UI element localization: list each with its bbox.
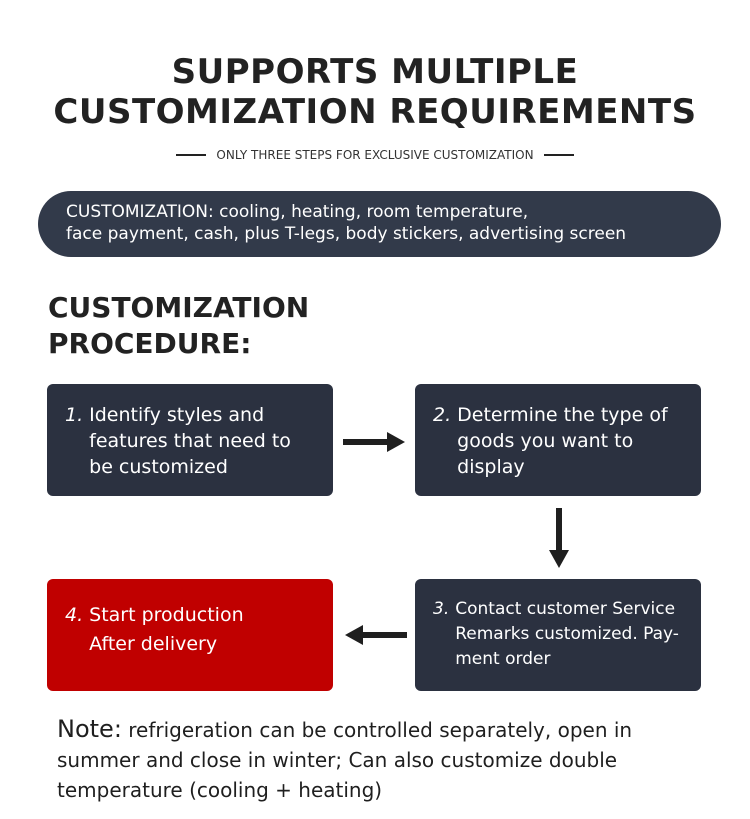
step-4-text: Start production After delivery — [89, 601, 243, 659]
banner-line-2: face payment, cash, plus T-legs, body st… — [66, 224, 627, 244]
step-1-box: 1. Identify styles and features that nee… — [47, 384, 333, 496]
step-3-line-2: Remarks customized. Pay- — [455, 624, 679, 644]
step-3-line-1: Contact customer Service — [455, 599, 676, 619]
note-line-2: summer and close in winter; Can also cus… — [57, 748, 618, 772]
procedure-heading: CUSTOMIZATION PROCEDURE: — [48, 290, 309, 362]
arrow-left-icon — [345, 625, 407, 645]
procedure-heading-line-2: PROCEDURE: — [48, 327, 252, 360]
step-4-line-2: After delivery — [89, 633, 218, 655]
banner-line-1: CUSTOMIZATION: cooling, heating, room te… — [66, 202, 529, 222]
step-3-box: 3. Contact customer Service Remarks cust… — [415, 579, 701, 691]
subtitle: ONLY THREE STEPS FOR EXCLUSIVE CUSTOMIZA… — [0, 148, 750, 162]
note-label: Note: — [57, 715, 122, 743]
note-text-1: refrigeration can be controlled separate… — [121, 718, 633, 742]
step-2-line-3: display — [457, 456, 525, 478]
subtitle-right-rule — [543, 154, 574, 156]
step-1-line-2: features that need to — [89, 430, 291, 452]
customization-options-banner: CUSTOMIZATION: cooling, heating, room te… — [38, 191, 721, 257]
title-line-2: CUSTOMIZATION REQUIREMENTS — [53, 92, 697, 132]
step-2-line-2: goods you want to — [457, 430, 634, 452]
step-1-line-3: be customized — [89, 456, 228, 478]
step-4-line-1: Start production — [89, 604, 244, 626]
step-1-number: 1. — [65, 404, 84, 426]
step-2-box: 2. Determine the type of goods you want … — [415, 384, 701, 496]
procedure-heading-line-1: CUSTOMIZATION — [48, 291, 310, 324]
step-2-line-1: Determine the type of — [457, 404, 668, 426]
page-title: SUPPORTS MULTIPLE CUSTOMIZATION REQUIREM… — [0, 52, 750, 132]
step-3-line-3: ment order — [455, 649, 551, 669]
step-3-number: 3. — [433, 599, 450, 619]
subtitle-left-rule — [176, 154, 207, 156]
note: Note: refrigeration can be controlled se… — [57, 714, 717, 805]
subtitle-text: ONLY THREE STEPS FOR EXCLUSIVE CUSTOMIZA… — [216, 148, 534, 162]
step-1-line-1: Identify styles and — [89, 404, 265, 426]
arrow-down-icon — [549, 508, 569, 568]
arrow-right-icon — [343, 432, 405, 452]
step-4-box: 4. Start production After delivery — [47, 579, 333, 691]
note-line-3: temperature (cooling + heating) — [57, 778, 383, 802]
note-line-1: Note: refrigeration can be controlled se… — [57, 714, 717, 745]
step-4-number: 4. — [65, 604, 84, 626]
step-2-text: Determine the type of goods you want to … — [457, 402, 668, 480]
step-1-text: Identify styles and features that need t… — [89, 402, 291, 480]
step-3-text: Contact customer Service Remarks customi… — [455, 597, 679, 672]
title-line-1: SUPPORTS MULTIPLE — [171, 52, 579, 92]
step-2-number: 2. — [433, 404, 452, 426]
